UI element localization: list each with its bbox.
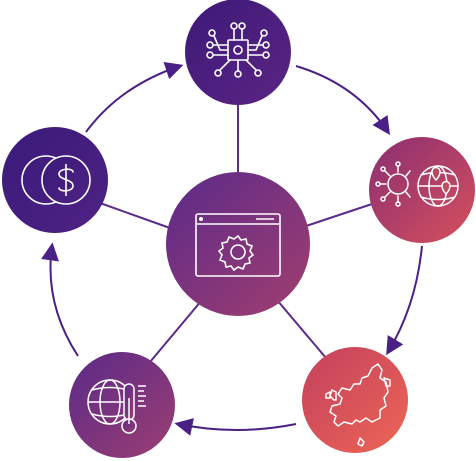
arrow-bottom-left-to-left	[41, 242, 79, 357]
node-right	[369, 137, 475, 243]
settings-window-icon	[195, 213, 281, 277]
node-top	[185, 0, 291, 105]
arrow-right-to-bottom-right	[386, 245, 423, 356]
arrow-left-to-top	[85, 62, 184, 133]
spoke-left	[99, 202, 171, 229]
europe-map-icon	[325, 363, 391, 447]
circuit-network-icon	[206, 22, 270, 78]
node-bottom-right	[302, 347, 408, 453]
coins-dollar-icon	[21, 155, 91, 205]
cycle-arrows	[41, 62, 423, 436]
node-center	[166, 172, 310, 316]
spoke-bottom-right	[276, 299, 327, 359]
arrow-top-to-right	[295, 65, 390, 135]
globe-thermometer-icon	[87, 379, 146, 434]
node-bottom-left	[69, 352, 175, 458]
spokes	[99, 100, 373, 363]
spoke-bottom-left	[149, 299, 203, 363]
spoke-right	[305, 203, 373, 227]
virus-globe-location-icon	[375, 161, 459, 207]
arrow-bottom-right-to-bottom-left	[174, 418, 297, 436]
node-left	[2, 127, 108, 233]
